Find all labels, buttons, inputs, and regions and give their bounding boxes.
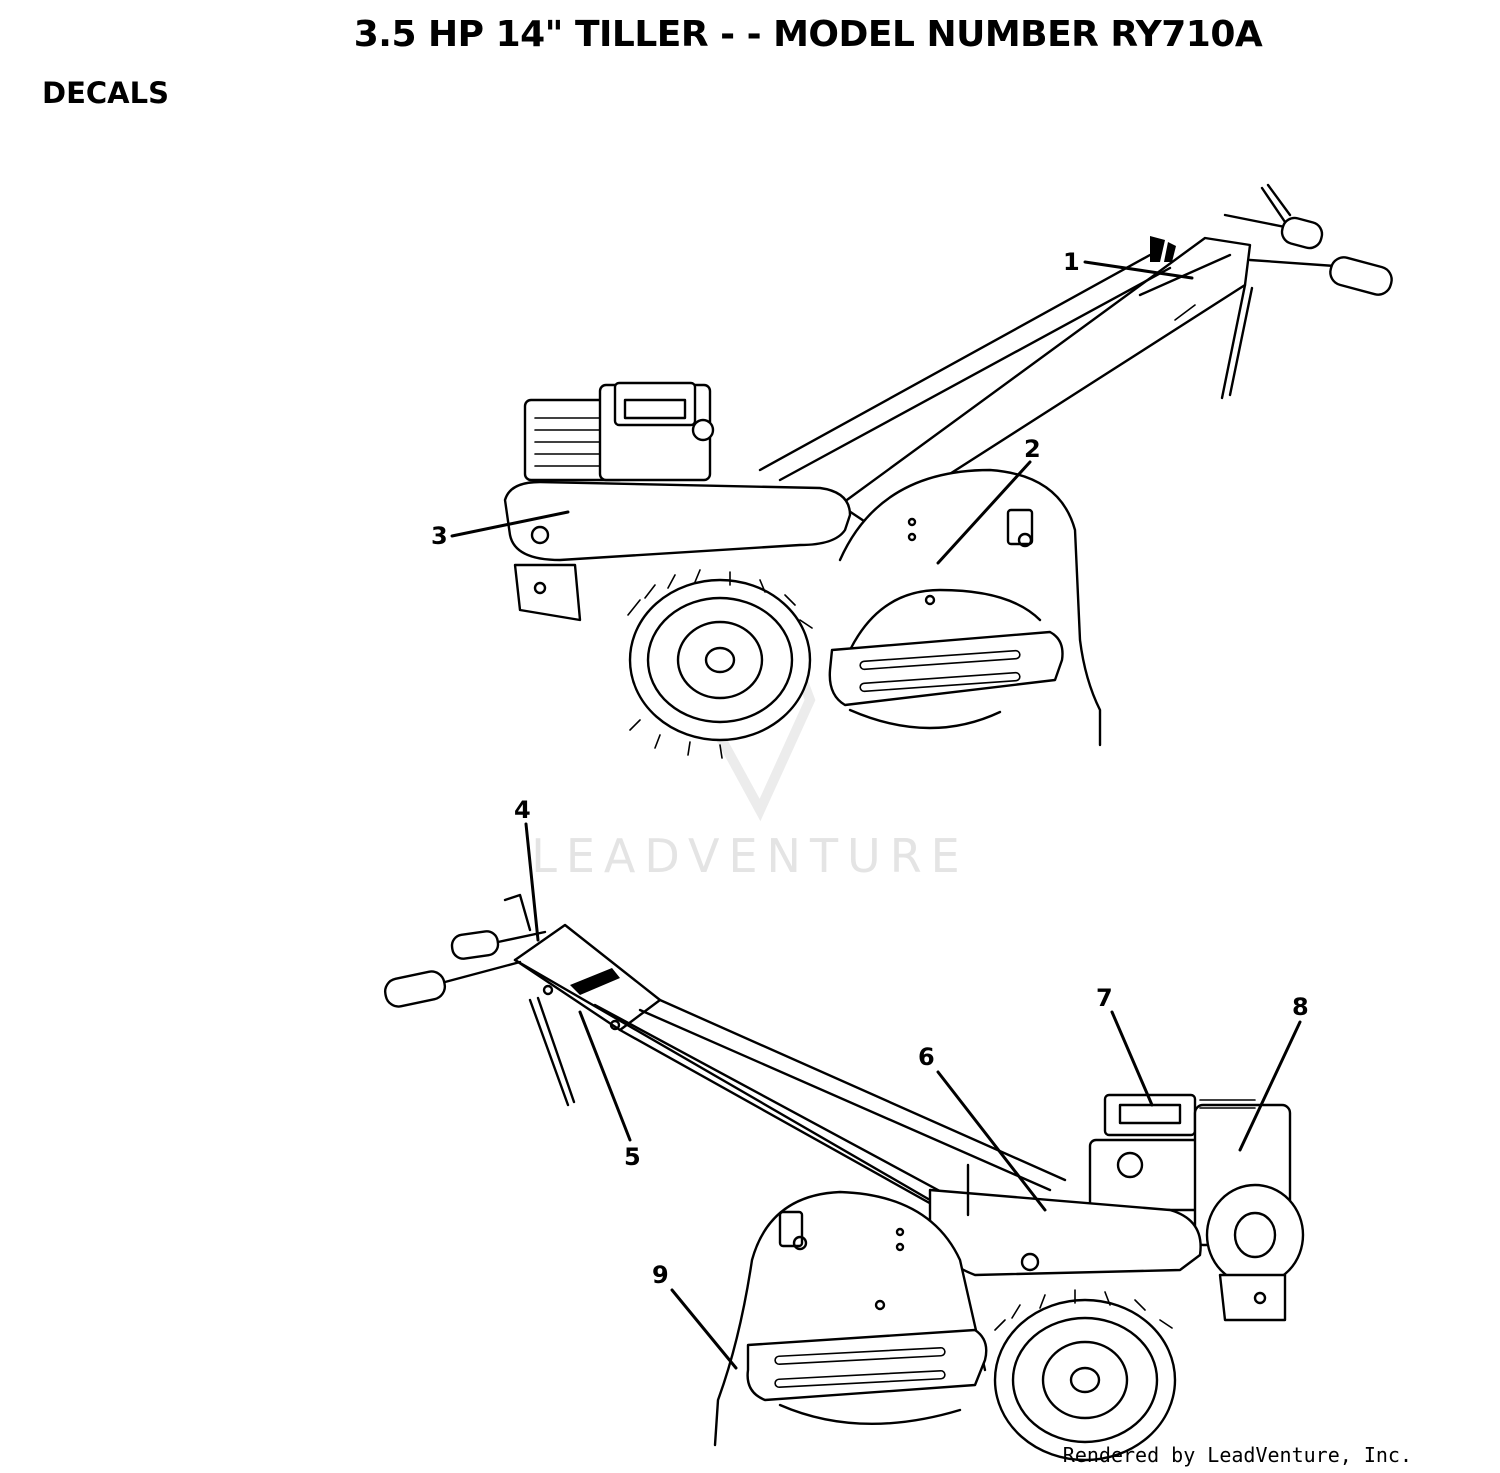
svg-text:1: 1: [1063, 248, 1080, 276]
section-title: DECALS: [42, 76, 169, 110]
callout-3: 3: [431, 510, 570, 550]
tiller-illustration-top: [503, 183, 1393, 759]
callout-4: 4: [514, 796, 540, 942]
svg-text:7: 7: [1096, 984, 1113, 1012]
callout-7: 7: [1096, 984, 1154, 1107]
callout-6: 6: [918, 1043, 1047, 1212]
render-credit: Rendered by LeadVenture, Inc.: [1062, 1443, 1412, 1467]
callout-9: 9: [652, 1261, 738, 1370]
tiller-illustration-bottom: [383, 893, 1305, 1462]
svg-text:8: 8: [1292, 993, 1309, 1021]
svg-text:3: 3: [431, 522, 448, 550]
callout-1: 1: [1063, 248, 1194, 280]
callout-5: 5: [578, 1010, 641, 1171]
page-title: 3.5 HP 14" TILLER - - MODEL NUMBER RY710…: [353, 14, 1263, 55]
callout-8: 8: [1238, 993, 1309, 1152]
svg-text:2: 2: [1024, 435, 1041, 463]
svg-text:9: 9: [652, 1261, 669, 1289]
decal-1-arrow-symbol: [1150, 236, 1176, 262]
watermark-text: LEADVENTURE: [531, 829, 969, 883]
svg-text:5: 5: [624, 1143, 641, 1171]
svg-text:4: 4: [514, 796, 531, 824]
callout-2: 2: [936, 435, 1041, 565]
svg-text:6: 6: [918, 1043, 935, 1071]
